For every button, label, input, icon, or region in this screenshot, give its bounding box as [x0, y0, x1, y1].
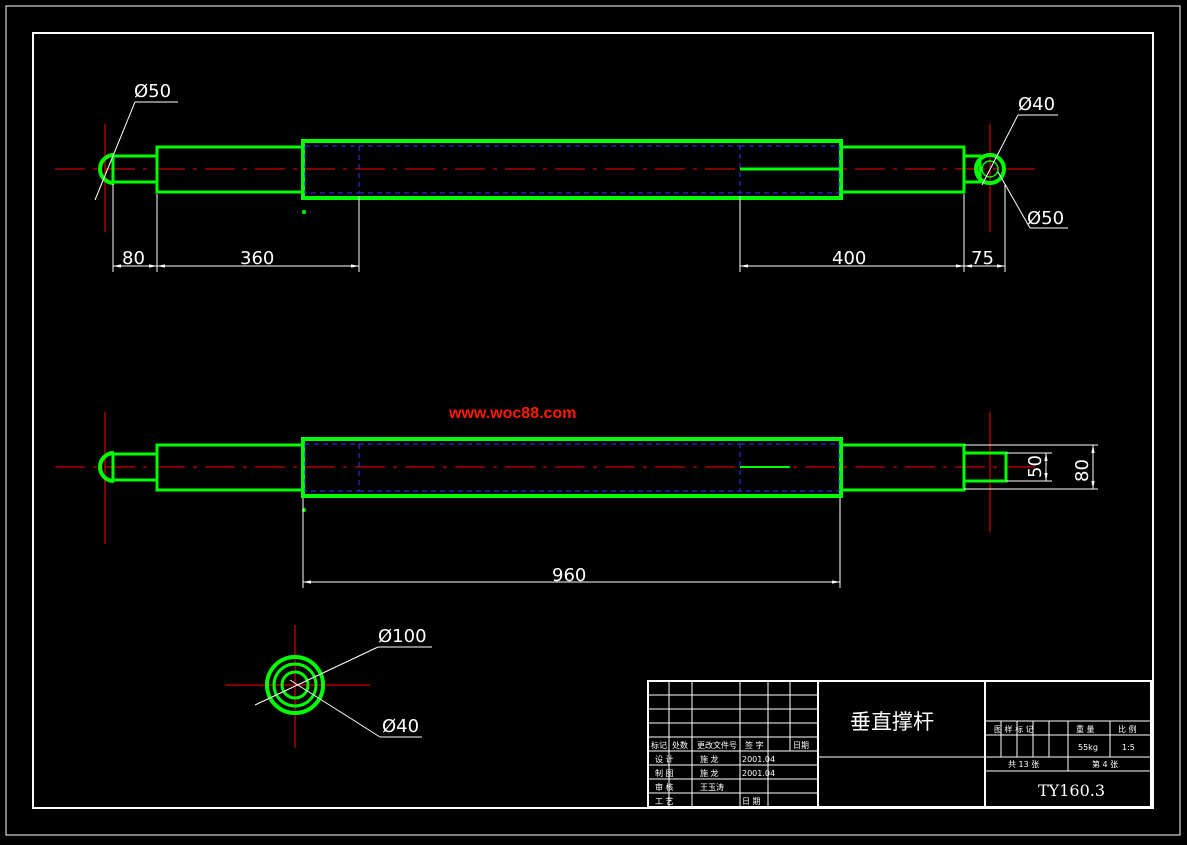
top-right-eye: [974, 153, 1006, 185]
front-hidden-bore-right: [739, 443, 840, 492]
leader-right-hole: [981, 114, 1019, 186]
title-block-text: 标记 处数 更改文件号 签 字 日期 设 计 施 龙 2001.04 制 图 施…: [651, 710, 1137, 806]
tb-scale-label: 比 例: [1118, 724, 1137, 734]
tb-design-date: 2001.04: [742, 755, 775, 764]
tb-weight-label: 重 量: [1076, 724, 1095, 734]
top-right-pin: [962, 154, 982, 184]
tb-header-change-doc: 更改文件号: [697, 740, 737, 750]
tb-draw-name: 施 龙: [700, 768, 719, 778]
top-view: Ø50 Ø40 Ø50 80 360 400 75: [55, 81, 1068, 272]
front-left-eye: [98, 451, 115, 483]
dim-960: 960: [552, 565, 586, 586]
tb-draw-label: 制 图: [655, 768, 674, 778]
front-view: 960 50 80: [55, 412, 1098, 588]
dim-360: 360: [240, 248, 274, 269]
top-right-hole: [981, 160, 999, 178]
section-view: Ø100 Ø40: [225, 625, 432, 748]
watermark: www.woc88.com: [448, 405, 576, 422]
tb-review-label: 审 核: [655, 782, 674, 792]
section-inner-circle: [280, 670, 310, 700]
dim-400: 400: [832, 248, 866, 269]
tb-review-name: 王玉涛: [700, 782, 724, 792]
tb-scale: 1:5: [1122, 743, 1135, 752]
tb-process-label: 工 艺: [655, 797, 674, 806]
top-hidden-bore-left: [304, 145, 360, 194]
tb-drawing-number: TY160.3: [1038, 781, 1105, 800]
leader-section-outer: [254, 646, 379, 706]
tb-process-date-label: 日 期: [742, 797, 761, 806]
tb-weight: 55kg: [1078, 743, 1098, 752]
tb-header-mark: 标记: [651, 740, 667, 750]
dim-80-vertical: 80: [1072, 459, 1093, 482]
tb-stage-mark-label: 图 样 标 记: [994, 724, 1034, 734]
inner-border: [32, 32, 1154, 809]
tb-total-sheets: 共 13 张: [1008, 760, 1039, 769]
dim-50: 50: [1025, 455, 1046, 478]
tb-title: 垂直撑杆: [850, 710, 934, 734]
outer-border: [5, 5, 1181, 836]
tb-header-count: 处数: [672, 740, 688, 750]
tb-header-date: 日期: [793, 741, 809, 750]
dim-right-eye-diameter: Ø50: [1027, 208, 1064, 229]
dim-section-outer-diameter: Ø100: [378, 626, 427, 647]
title-block: [647, 680, 1152, 808]
front-right-tongue: [962, 451, 1008, 483]
dim-right-hole-diameter: Ø40: [1018, 94, 1055, 115]
tb-sheet-no: 第 4 张: [1092, 759, 1118, 769]
tb-design-label: 设 计: [655, 754, 674, 764]
leader-left-eye: [94, 101, 136, 201]
dim-section-inner-diameter: Ø40: [382, 716, 419, 737]
leader-section-inner: [289, 679, 381, 738]
top-left-eye: [98, 153, 115, 185]
section-middle-circle: [272, 662, 318, 708]
front-hidden-bore-left: [304, 443, 360, 492]
dim-75: 75: [971, 248, 994, 269]
section-outer-circle: [265, 655, 325, 715]
dim-80: 80: [122, 248, 145, 269]
tb-design-name: 施 龙: [700, 754, 719, 764]
tb-draw-date: 2001.04: [742, 769, 775, 778]
top-dot: [302, 210, 306, 214]
dim-left-eye-diameter: Ø50: [134, 81, 171, 102]
tb-header-signature: 签 字: [745, 740, 764, 750]
leader-right-eye: [997, 171, 1031, 229]
top-hidden-bore-right: [739, 145, 840, 194]
